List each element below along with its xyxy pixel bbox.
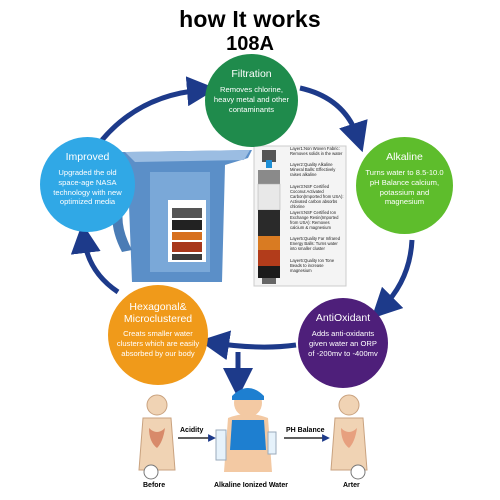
before-figure: [138, 394, 176, 480]
filter-layer-3-text: Layer3:NSF Certified Coconut Activated C…: [290, 184, 344, 210]
woman-figure: [215, 388, 277, 472]
filter-layer-5-text: Layer5:Quality Far Infrared Energy Balls…: [290, 236, 341, 252]
after-label: Arter: [343, 482, 360, 489]
model-number: 108A: [226, 33, 274, 55]
alkaline-ionized-water-label: Alkaline Ionized Water: [213, 482, 289, 489]
filter-layer-4-text: Layer4:NSF Certified Ion Exchange Resin(…: [290, 210, 339, 231]
improved-heading: Improved: [65, 151, 110, 163]
filter-layer-6-text: Layer6:Quality Ion Tone Beads to increas…: [290, 258, 335, 274]
filter-cartridge: [253, 145, 347, 287]
antioxidant-heading: AntiOxidant: [315, 312, 371, 324]
filtration-text: Removes chlorine, heavy metal and other …: [213, 85, 290, 114]
alkaline-text: Turns water to 8.5-10.0 pH Balance calci…: [365, 168, 444, 207]
after-figure: [330, 394, 368, 480]
arrow-improved-to-filtration: [100, 76, 217, 142]
hexagonal-heading: Hexagonal& Microclustered: [123, 301, 193, 326]
hexagonal-circle: Hexagonal& Microclustered Creats smaller…: [108, 285, 208, 385]
ph-balance-label: PH Balance: [286, 427, 325, 434]
acidity-label: Acidity: [180, 427, 204, 434]
arrow-alkaline-to-antioxidant: [371, 239, 415, 319]
improved-text: Upgraded the old space-age NASA technolo…: [53, 168, 122, 207]
arrow-hexagonal-to-improved: [70, 223, 120, 295]
arrow-antioxidant-to-hexagonal: [199, 330, 297, 361]
alkaline-circle: Alkaline Turns water to 8.5-10.0 pH Bala…: [356, 137, 453, 234]
filter-layer-1-text: Layer1:Non Woven Fabric: Removes solids …: [290, 146, 343, 157]
arrow-filtration-to-alkaline: [299, 85, 368, 153]
hexagonal-text: Creats smaller water clusters which are …: [116, 329, 200, 358]
filtration-heading: Filtration: [231, 68, 272, 80]
antioxidant-text: Adds anti-oxidants given water an ORP of…: [308, 329, 378, 358]
water-pitcher-illustration: [112, 150, 252, 282]
antioxidant-circle: AntiOxidant Adds anti-oxidants given wat…: [298, 298, 388, 388]
page-title: how It works: [179, 6, 321, 32]
alkaline-heading: Alkaline: [386, 151, 423, 163]
filter-layer-2-text: Layer2:Quality Alkaline Mineral Balls: E…: [290, 162, 336, 178]
filtration-circle: Filtration Removes chlorine, heavy metal…: [205, 54, 298, 147]
before-label: Before: [143, 482, 166, 489]
improved-circle: Improved Upgraded the old space-age NASA…: [40, 137, 135, 232]
